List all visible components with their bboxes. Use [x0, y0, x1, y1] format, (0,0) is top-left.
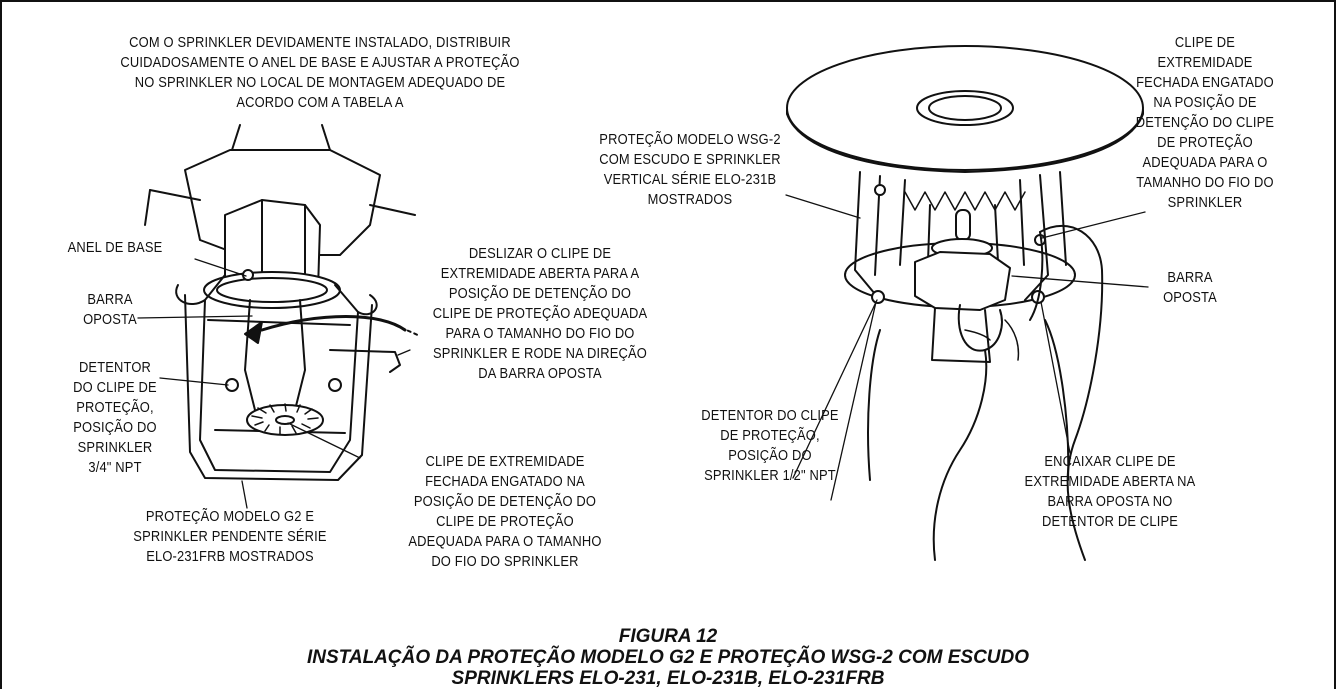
- leader-lines: [137, 194, 1149, 509]
- label-protecao-g2: PROTEÇÃO MODELO G2 E SPRINKLER PENDENTE …: [133, 508, 327, 565]
- label-clipe-fechada-right: CLIPE DE EXTREMIDADE FECHADA ENGATADO NA…: [1135, 34, 1275, 211]
- label-detentor-right: DETENTOR DO CLIPE DE PROTEÇÃO, POSIÇÃO D…: [701, 407, 839, 484]
- label-anel-de-base: ANEL DE BASE: [67, 239, 163, 256]
- figure-title-line2: SPRINKLERS ELO-231, ELO-231B, ELO-231FRB: [451, 668, 885, 689]
- left-sprinkler-drawing: [144, 124, 421, 481]
- label-deslizar: DESLIZAR O CLIPE DE EXTREMIDADE ABERTA P…: [432, 245, 648, 382]
- label-top-instruction: COM O SPRINKLER DEVIDAMENTE INSTALADO, D…: [120, 34, 520, 111]
- label-barra-oposta-right: BARRA OPOSTA: [1163, 269, 1217, 306]
- label-detentor-left: DETENTOR DO CLIPE DE PROTEÇÃO, POSIÇÃO D…: [73, 359, 157, 476]
- label-protecao-wsg2: PROTEÇÃO MODELO WSG-2 COM ESCUDO E SPRIN…: [599, 131, 781, 208]
- label-encaixar: ENCAIXAR CLIPE DE EXTREMIDADE ABERTA NA …: [1024, 453, 1196, 530]
- right-sprinkler-drawing: [786, 45, 1144, 561]
- figure-number: FIGURA 12: [618, 626, 718, 647]
- figure-title-line1: INSTALAÇÃO DA PROTEÇÃO MODELO G2 E PROTE…: [306, 647, 1030, 668]
- label-barra-oposta-left: BARRA OPOSTA: [83, 291, 137, 328]
- label-clipe-fechada-left: CLIPE DE EXTREMIDADE FECHADA ENGATADO NA…: [408, 453, 602, 570]
